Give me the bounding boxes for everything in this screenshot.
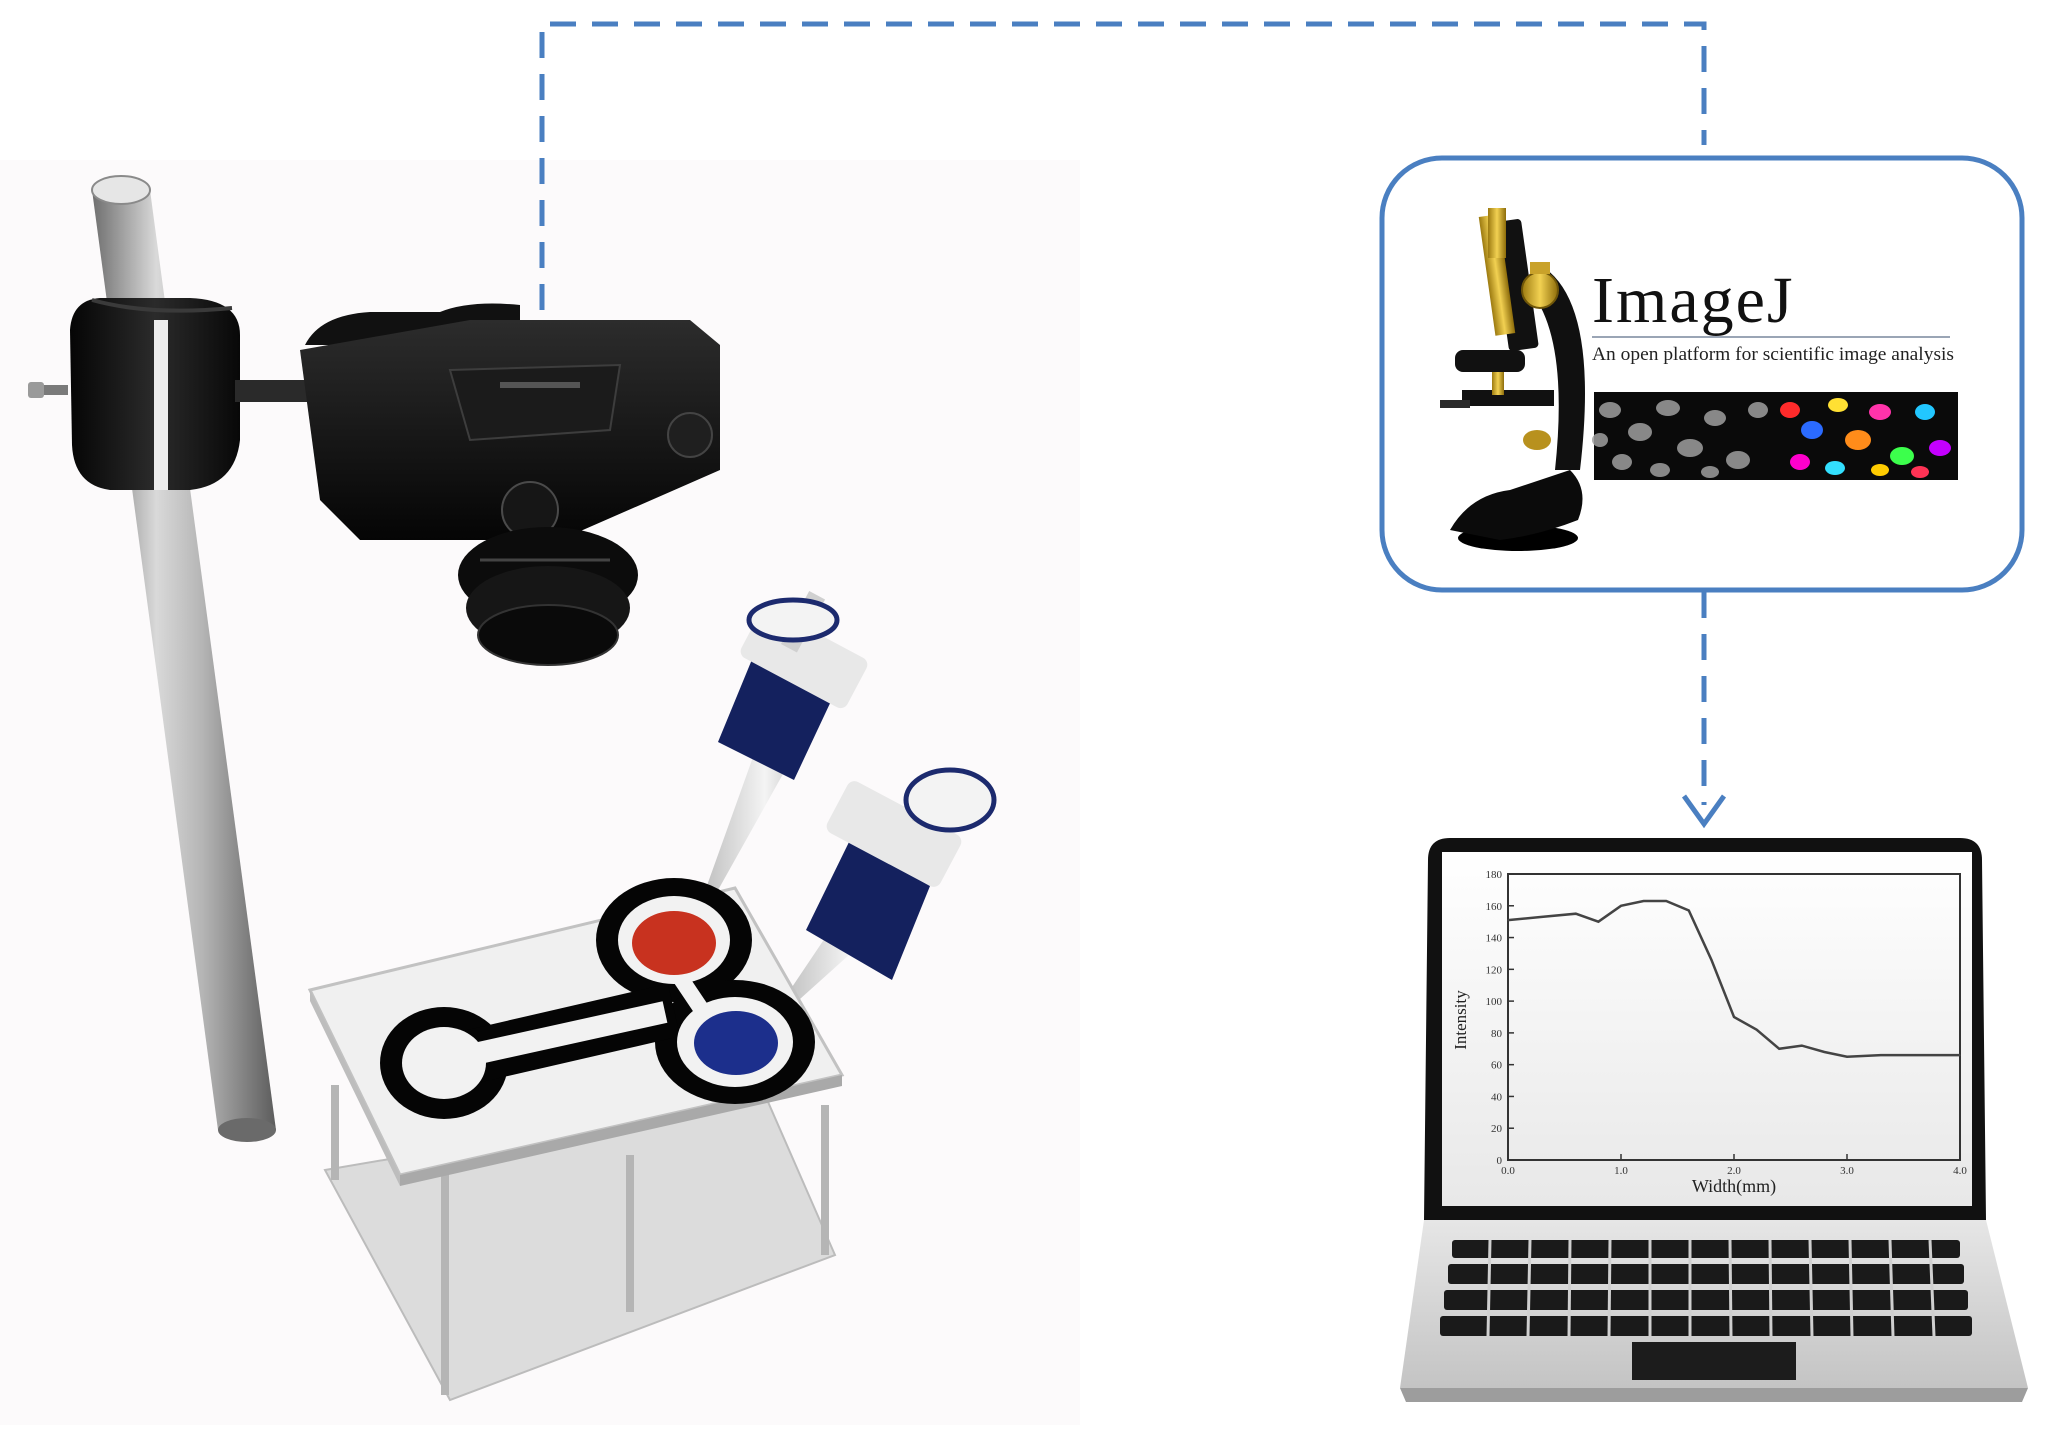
x-tick-label: 0.0 [1501,1165,1515,1177]
x-tick-label: 3.0 [1840,1165,1854,1177]
dashed-connector [539,21,1707,805]
x-tick-label: 1.0 [1614,1165,1628,1177]
data-point [1733,1016,1735,1018]
camera [300,303,720,666]
imagej-title: ImageJ [1592,264,1795,337]
cell-nuclei-image [1592,392,1774,480]
pipette-blue [782,767,997,1008]
data-point [1710,959,1713,961]
y-tick-label: 100 [1486,996,1503,1008]
data-point [1507,919,1509,921]
data-point [1880,1054,1882,1056]
touchpad [1632,1342,1796,1380]
data-point [1665,900,1667,902]
data-point [1541,916,1543,918]
blue-sample-drop [694,1011,778,1075]
data-point [1846,1055,1848,1058]
y-tick-label: 160 [1486,901,1503,913]
data-point [1778,1047,1780,1050]
segmented-cells-image [1774,392,1958,480]
y-tick-label: 0 [1497,1155,1503,1167]
x-axis-label: Width(mm) [1692,1176,1776,1197]
data-point [1642,900,1645,902]
x-tick-label: 4.0 [1953,1165,1967,1177]
y-axis-label: Intensity [1451,990,1470,1050]
intensity-chart: 0 20 40 60 80 100 120 140 160 180 0.0 1.0 2.0 3.0 4.0… [1451,869,1967,1197]
data-point [1575,912,1577,915]
laptop-screen [1442,852,1972,1206]
y-tick-label: 140 [1486,933,1503,945]
data-point [1688,909,1690,912]
imagej-subtitle: An open platform for scientific image an… [1592,344,1954,365]
pipette-red [700,591,868,908]
data-point [1801,1044,1803,1047]
y-tick-label: 180 [1486,869,1503,881]
data-point [1755,1028,1758,1031]
data-point [1823,1051,1826,1053]
laptop [1400,838,2028,1402]
keyboard [1440,1240,1972,1336]
data-point [1959,1054,1961,1056]
data-point [1620,904,1622,907]
data-point [1914,1054,1916,1056]
red-sample-drop [632,911,716,975]
y-tick-label: 40 [1491,1091,1503,1103]
y-tick-label: 20 [1491,1123,1503,1135]
arrow-head-icon [1681,794,1727,829]
y-tick-label: 80 [1491,1028,1503,1040]
y-tick-label: 60 [1491,1060,1503,1072]
data-point [1597,920,1600,923]
microscope-icon [1440,208,1585,551]
y-tick-label: 120 [1486,964,1503,976]
intensity-line [1507,899,1960,1058]
x-tick-label: 2.0 [1727,1165,1741,1177]
